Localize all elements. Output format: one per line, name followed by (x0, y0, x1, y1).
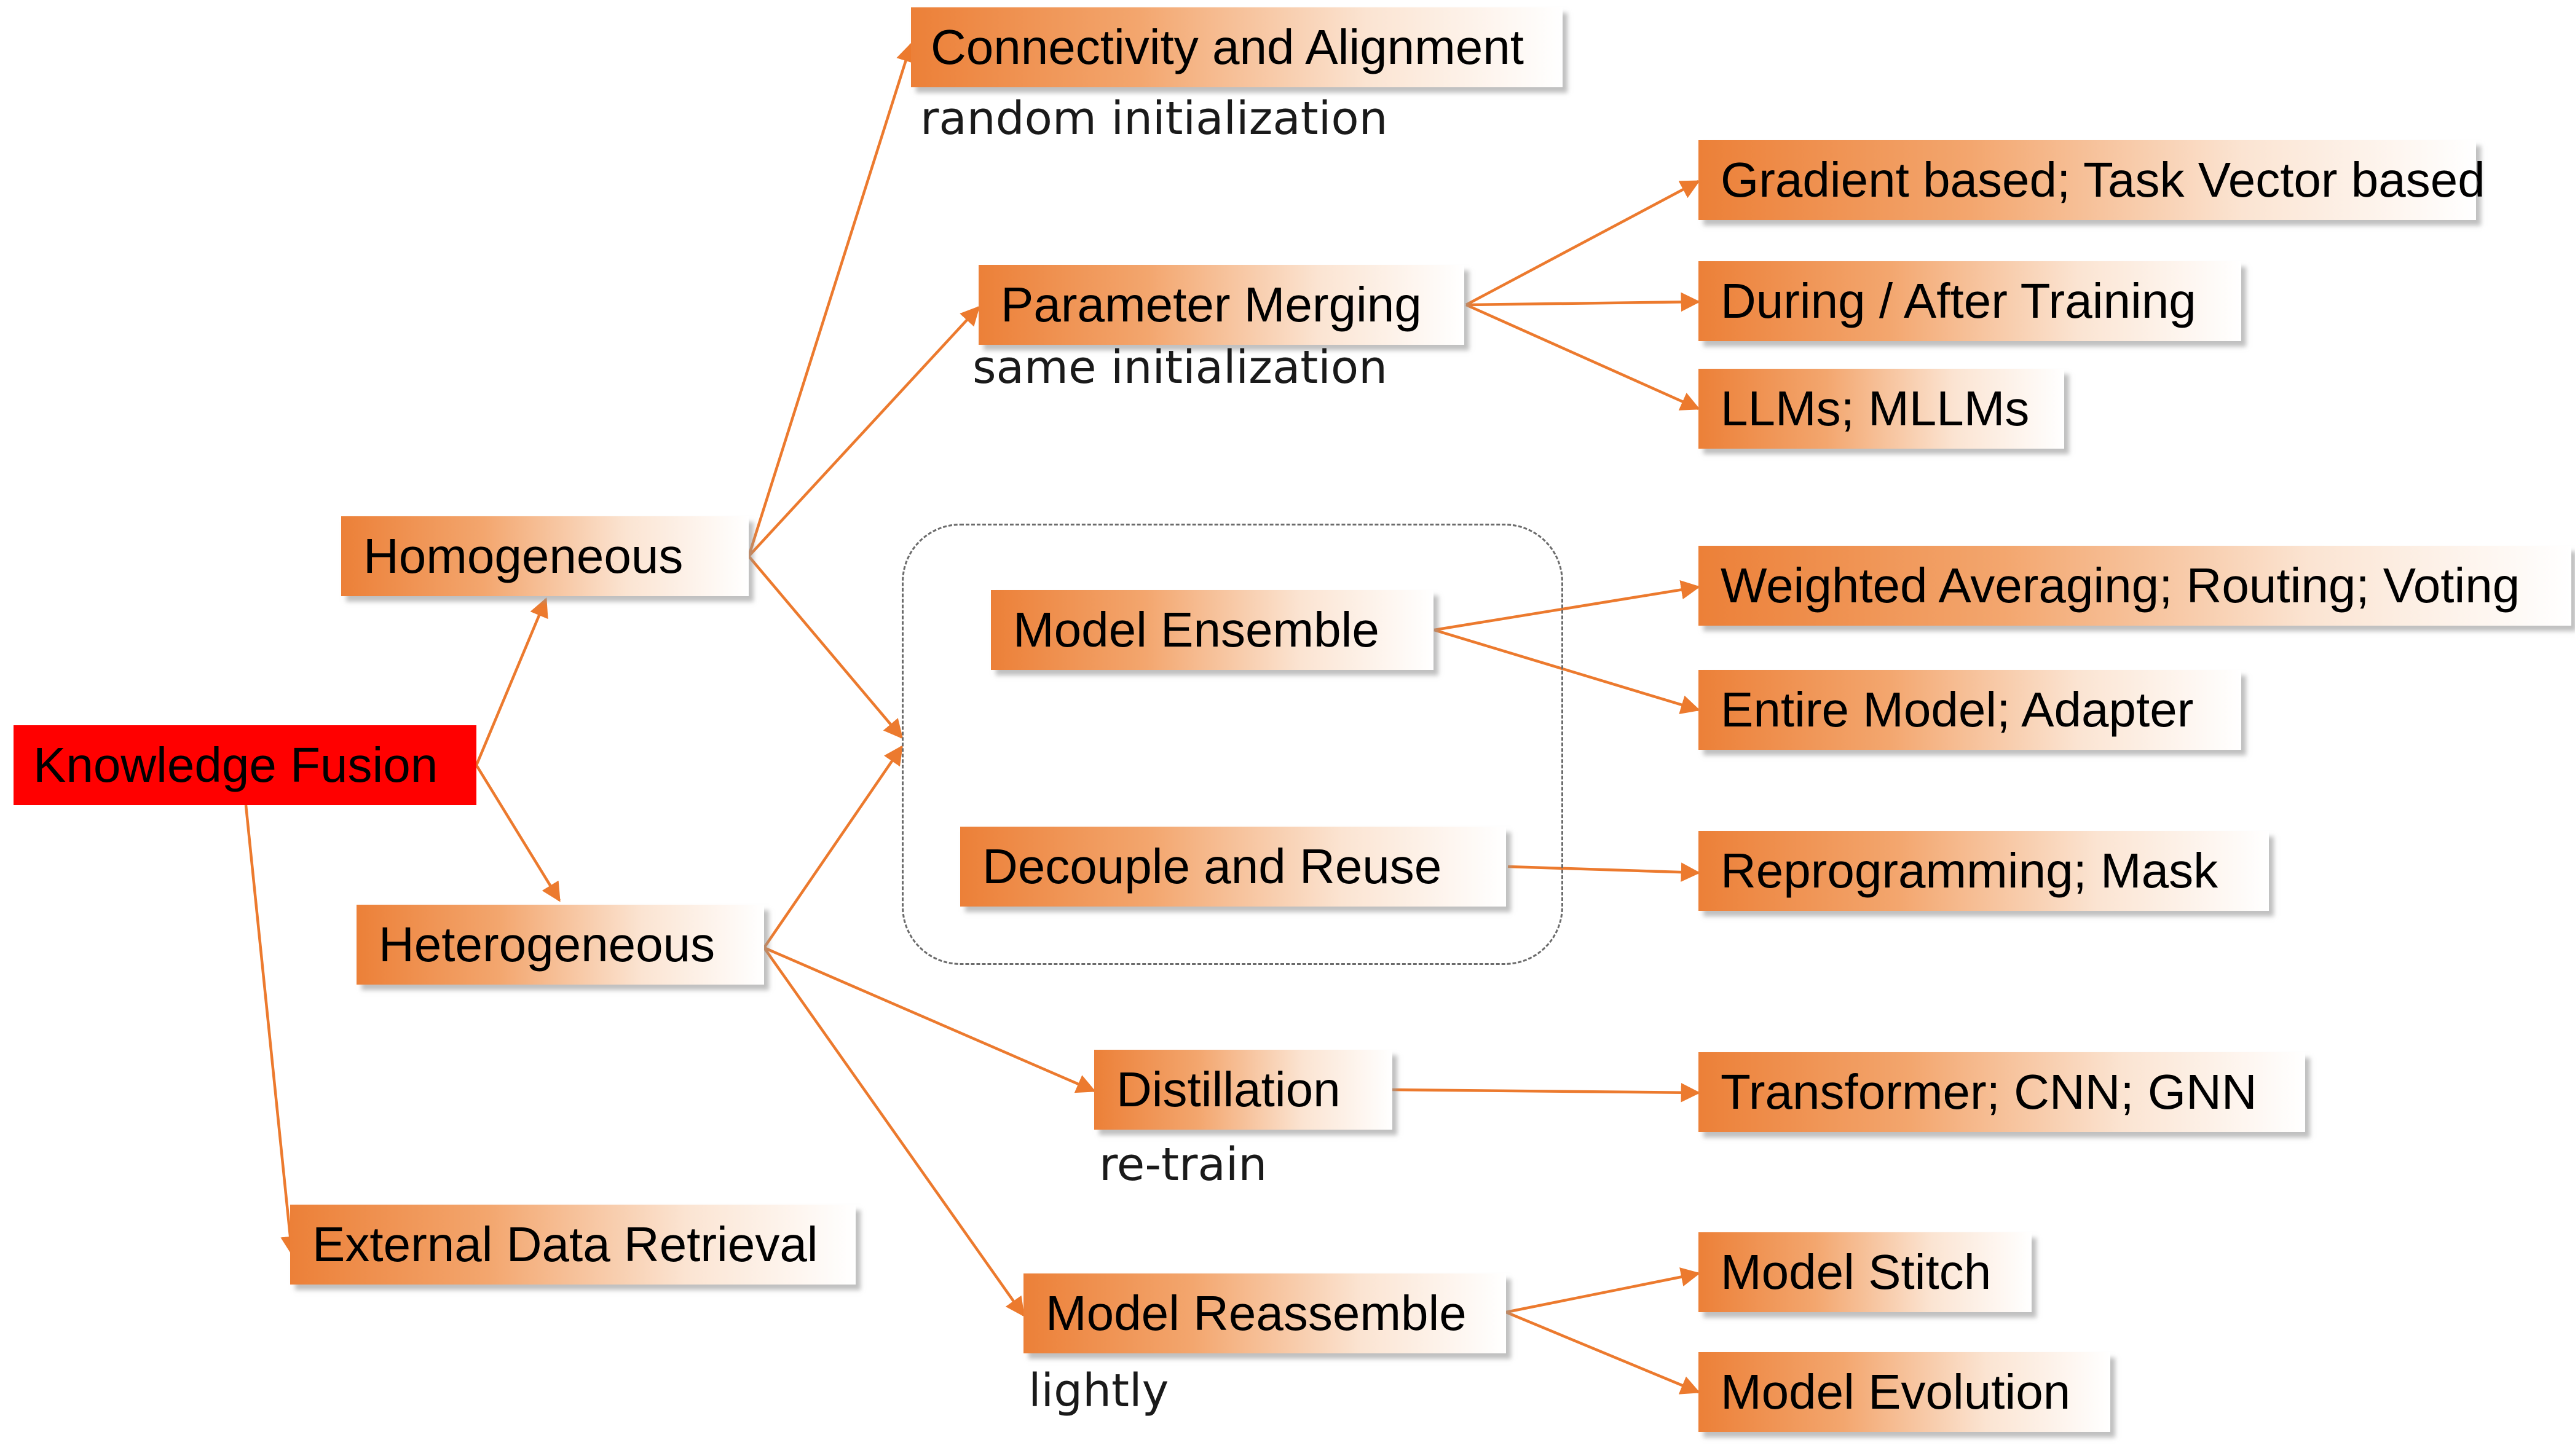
edge-ensemble-entire (1433, 628, 1701, 714)
model-evolution-node: Model Evolution (1698, 1352, 2110, 1432)
edge-merging-llms (1465, 303, 1700, 411)
external-data-retrieval-node: External Data Retrieval (290, 1205, 856, 1285)
edge-hetero-distillation (763, 946, 1096, 1093)
edge-homo-merging (747, 305, 980, 557)
retrain-note: re-train (1099, 1138, 1268, 1191)
knowledge-fusion-node: Knowledge Fusion (14, 725, 476, 805)
edge-reassemble-evolution (1505, 1310, 1700, 1395)
model-ensemble-node: Model Ensemble (991, 590, 1433, 670)
edge-homo-connectivity (747, 42, 915, 557)
distillation-node: Distillation (1094, 1050, 1392, 1130)
edge-root-external (244, 805, 300, 1256)
random-initialization-note: random initialization (920, 92, 1388, 145)
edge-decouple-reprogramming (1507, 862, 1701, 882)
entire-model-adapter-node: Entire Model; Adapter (1698, 670, 2241, 750)
model-stitch-node: Model Stitch (1698, 1232, 2032, 1312)
homogeneous-node: Homogeneous (341, 516, 749, 596)
same-initialization-note: same initialization (972, 341, 1388, 394)
parameter-merging-node: Parameter Merging (979, 265, 1464, 345)
edge-hetero-reassemble (763, 946, 1025, 1317)
edge-root-heterogeneous (475, 764, 561, 902)
lightly-note: lightly (1028, 1364, 1169, 1417)
heterogeneous-node: Heterogeneous (357, 905, 764, 985)
llms-mllms-node: LLMs; MLLMs (1698, 369, 2064, 449)
weighted-routing-voting-node: Weighted Averaging; Routing; Voting (1698, 546, 2571, 626)
decouple-reuse-node: Decouple and Reuse (960, 827, 1506, 907)
edge-root-homogeneous (475, 597, 548, 766)
connectivity-alignment-node: Connectivity and Alignment (911, 7, 1563, 87)
gradient-task-vector-node: Gradient based; Task Vector based (1698, 140, 2485, 220)
model-reassemble-node: Model Reassemble (1023, 1273, 1506, 1353)
edge-distillation-transformer (1392, 1082, 1701, 1103)
edge-hetero-group (763, 745, 903, 949)
edge-merging-during (1465, 292, 1701, 312)
edge-ensemble-weighted (1433, 580, 1701, 632)
during-after-training-node: During / After Training (1698, 261, 2241, 341)
reprogramming-mask-node: Reprogramming; Mask (1698, 831, 2269, 911)
ensemble-decouple-group (902, 524, 1563, 965)
edge-reassemble-stitch (1505, 1267, 1701, 1314)
edge-merging-gradient (1465, 180, 1700, 306)
edge-homo-group (747, 555, 904, 739)
transformer-cnn-gnn-node: Transformer; CNN; GNN (1698, 1052, 2305, 1132)
